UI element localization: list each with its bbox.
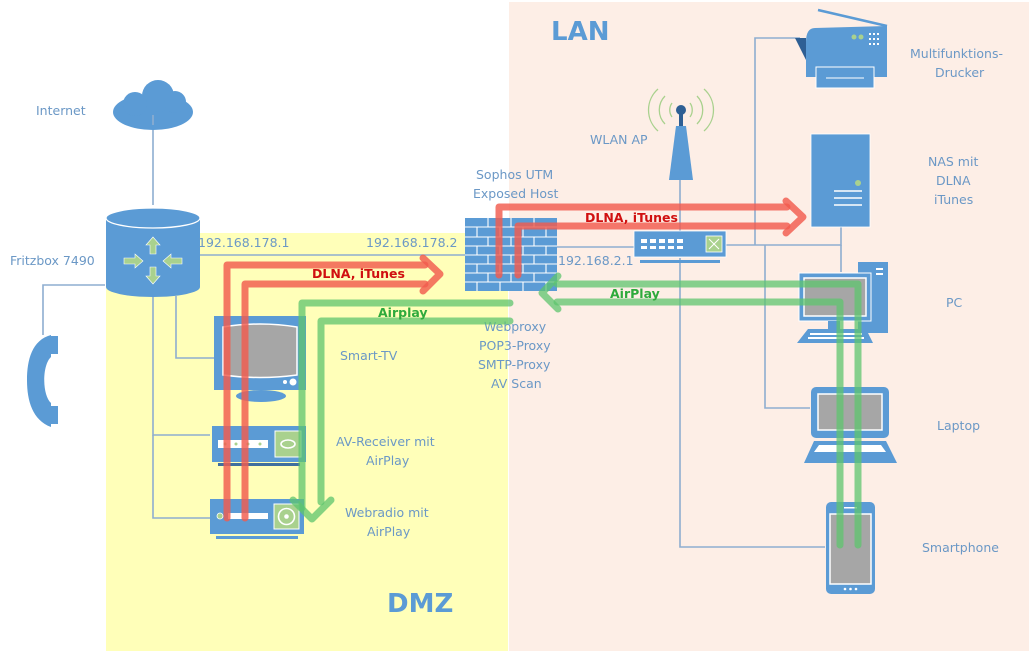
ip-sophos-lan: 192.168.2.1 — [558, 253, 634, 268]
ip-sophos-wan: 192.168.178.2 — [366, 235, 457, 250]
dmz-zone-label: DMZ — [387, 589, 453, 619]
cloud-icon — [113, 80, 193, 130]
airplay-flow-dmz — [289, 299, 514, 523]
fritzbox-label: Fritzbox 7490 — [10, 253, 95, 268]
dlna-flow-dmz-label: DLNA, iTunes — [312, 266, 405, 281]
nas-label-1: NAS mit — [928, 154, 978, 169]
wire-fritzbox-webradio — [152, 435, 210, 519]
airplay-flow-dmz-label: Airplay — [378, 305, 428, 320]
dlna-flow-lan — [495, 197, 807, 279]
smartphone-icon[interactable] — [826, 502, 875, 594]
av-receiver-label-1: AV-Receiver mit — [336, 434, 435, 449]
pc-label: PC — [946, 295, 963, 310]
sophos-label-2: Exposed Host — [473, 186, 559, 201]
wlan-antenna-icon[interactable] — [647, 88, 715, 180]
dlna-flow-dmz — [223, 254, 444, 522]
server-icon[interactable] — [810, 133, 871, 228]
sophos-feature-pop3: POP3-Proxy — [479, 338, 551, 353]
printer-label-1: Multifunktions- — [910, 46, 1003, 61]
telephone-icon — [27, 335, 58, 427]
laptop-icon[interactable] — [804, 387, 897, 463]
airplay-flow-lan — [538, 272, 862, 549]
av-receiver-label-2: AirPlay — [366, 453, 410, 468]
lan-zone — [509, 2, 1029, 651]
webradio-label-2: AirPlay — [367, 524, 411, 539]
smart-tv-label: Smart-TV — [340, 348, 398, 363]
printer-icon[interactable] — [795, 8, 888, 89]
router-icon[interactable] — [105, 207, 201, 297]
wire-switch-smartphone — [679, 258, 825, 548]
nas-label-3: iTunes — [934, 192, 973, 207]
printer-label-2: Drucker — [935, 65, 985, 80]
sophos-feature-avscan: AV Scan — [491, 376, 542, 391]
switch-icon[interactable] — [633, 230, 727, 263]
wire-fritzbox-phone — [42, 284, 105, 335]
wlan-ap-label: WLAN AP — [590, 132, 648, 147]
firewall-icon[interactable] — [465, 218, 557, 291]
laptop-label: Laptop — [937, 418, 980, 433]
wire-switch-printer — [754, 37, 800, 245]
internet-label: Internet — [36, 103, 86, 118]
sophos-feature-smtp: SMTP-Proxy — [478, 357, 551, 372]
wire-fritzbox-tv — [175, 296, 215, 359]
sophos-label-1: Sophos UTM — [476, 167, 553, 182]
ip-fritzbox-lan: 192.168.178.1 — [198, 235, 289, 250]
airplay-flow-lan-label: AirPlay — [610, 286, 660, 301]
nas-label-2: DLNA — [936, 173, 971, 188]
smartphone-label: Smartphone — [922, 540, 999, 555]
lan-zone-label: LAN — [551, 17, 609, 47]
webradio-label-1: Webradio mit — [345, 505, 429, 520]
dlna-flow-lan-label: DLNA, iTunes — [585, 210, 678, 225]
